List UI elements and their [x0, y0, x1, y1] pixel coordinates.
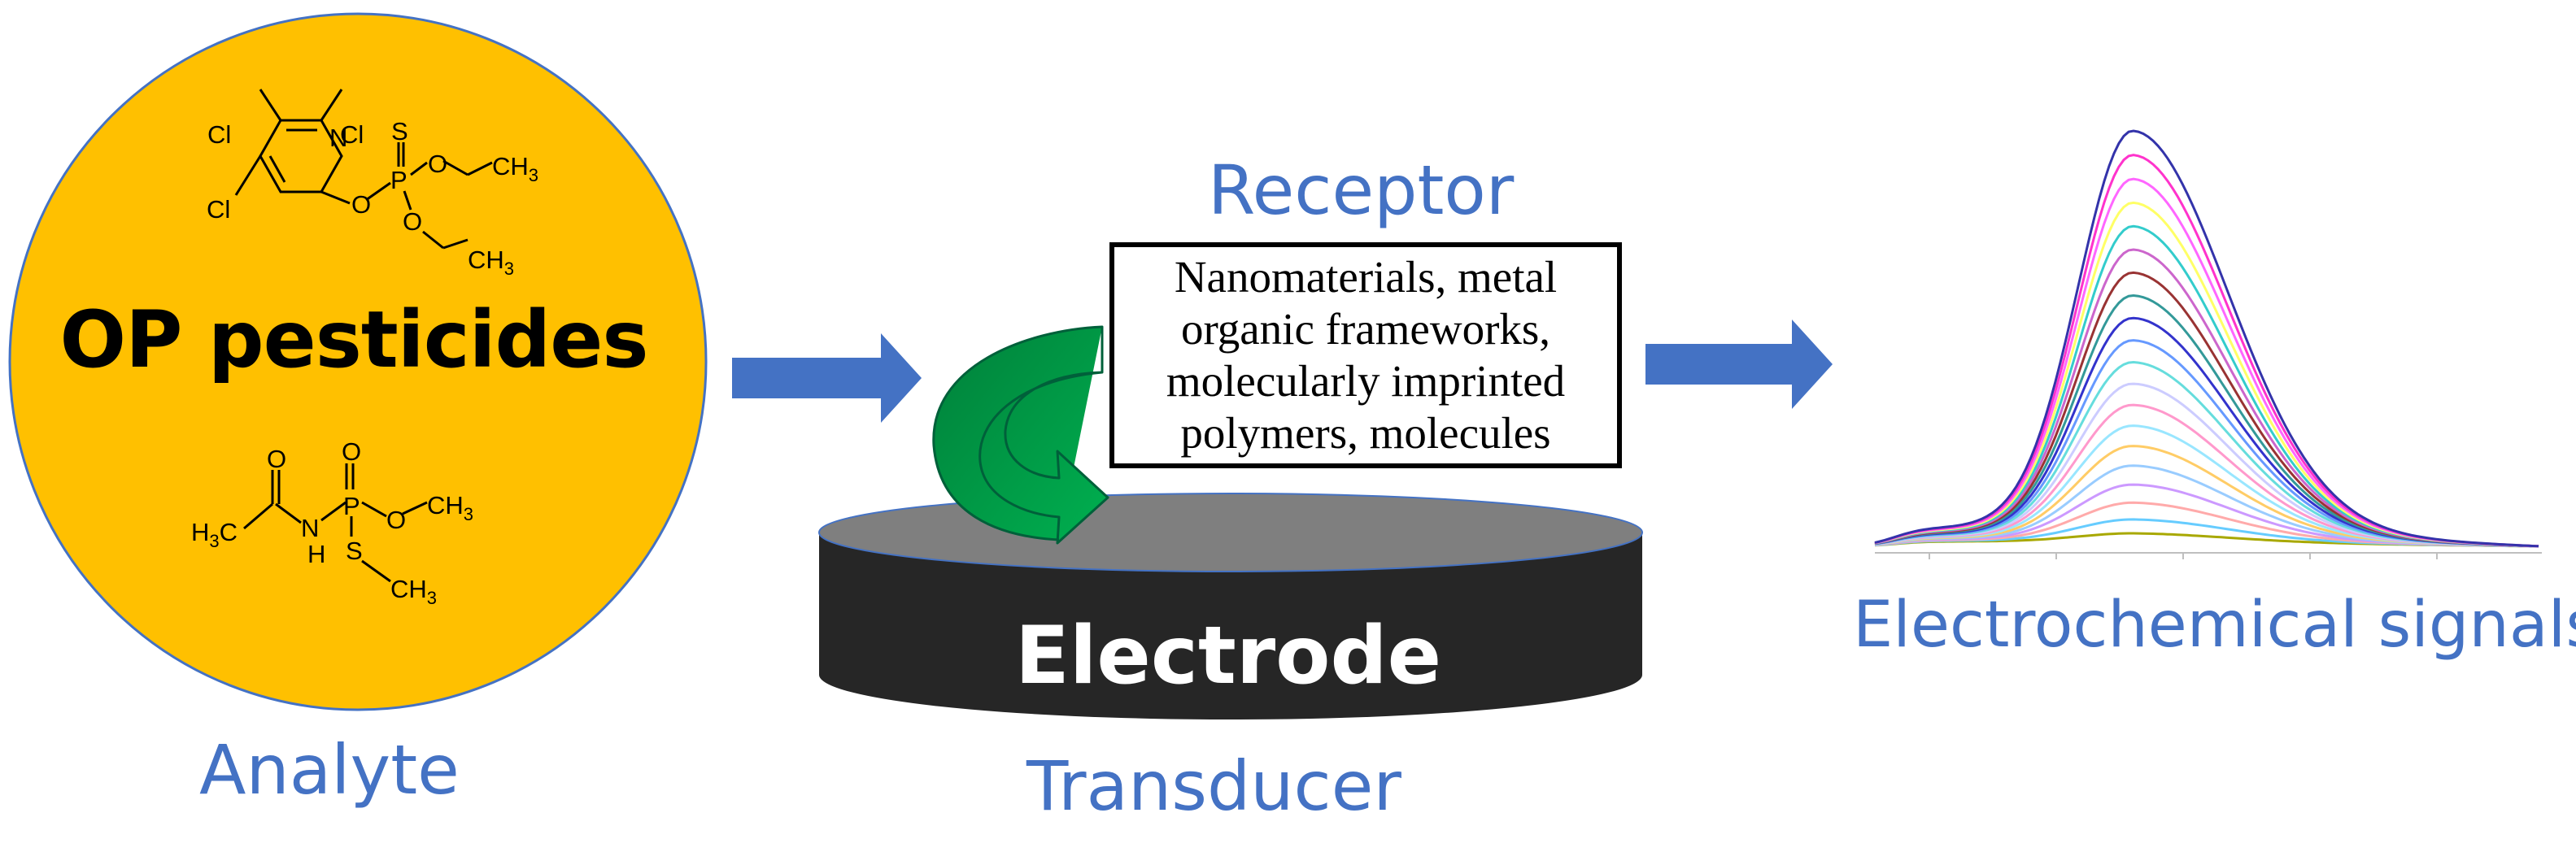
analyte-label: Analyte	[199, 730, 460, 810]
atom-label: O	[342, 437, 361, 466]
molecule-chlorpyrifos	[234, 89, 493, 250]
atom-label: O	[386, 506, 406, 534]
atom-label: Cl	[207, 120, 231, 149]
atom-label: P	[390, 166, 408, 194]
receptor-label: Receptor	[1208, 150, 1515, 230]
atom-label: N	[301, 514, 319, 542]
electrode-label: Electrode	[1014, 610, 1442, 702]
receptor-box: Nanomaterials, metal organic frameworks,…	[1109, 242, 1622, 468]
electrochemical-signals-label: Electrochemical signals	[1853, 589, 2576, 662]
atom-label: N	[329, 124, 347, 152]
signal-curve	[1874, 360, 2539, 548]
analyte-circle	[8, 12, 708, 711]
atom-label: S	[391, 117, 408, 146]
molecule-acephate	[243, 463, 428, 583]
arrow-analyte-to-receptor	[732, 333, 922, 423]
curved-arrow-green	[932, 325, 1109, 545]
arrow-receptor-to-signals	[1645, 320, 1833, 409]
signal-curve	[1874, 339, 2539, 548]
signal-curve	[1874, 177, 2539, 548]
electrode-top	[818, 493, 1643, 572]
atom-label: Cl	[340, 120, 364, 149]
op-pesticides-title: OP pesticides	[59, 294, 649, 385]
atom-label: P	[343, 492, 360, 520]
molecule-chlorpyrifos-atoms: N Cl . Cl Cl O P S O O CH3 CH3	[207, 117, 538, 279]
atom-label: O	[351, 190, 371, 219]
signal-curve	[1874, 316, 2539, 548]
atom-label: H	[307, 540, 325, 568]
receptor-text-line: molecularly imprinted	[1166, 356, 1566, 406]
signal-curve	[1874, 154, 2539, 548]
signal-curve	[1874, 293, 2539, 548]
atom-label: CH3	[492, 152, 538, 185]
atom-label: Cl	[207, 195, 230, 224]
receptor-text-line: Nanomaterials, metal	[1174, 252, 1558, 302]
atom-label: S	[346, 537, 363, 565]
molecule-acephate-atoms: H3C O N H P O O S CH3 CH3	[191, 437, 473, 608]
transducer-label: Transducer	[1026, 746, 1401, 826]
receptor-text-line: polymers, molecules	[1180, 408, 1551, 458]
atom-label: O	[428, 150, 447, 178]
atom-label: O	[267, 445, 286, 473]
atom-label: CH3	[468, 246, 514, 279]
electrochemical-signals-chart	[1874, 129, 2542, 559]
atom-label: O	[403, 207, 422, 236]
signal-curve	[1874, 129, 2539, 548]
electrode-body	[819, 532, 1642, 719]
receptor-text-line: organic frameworks,	[1180, 304, 1551, 354]
